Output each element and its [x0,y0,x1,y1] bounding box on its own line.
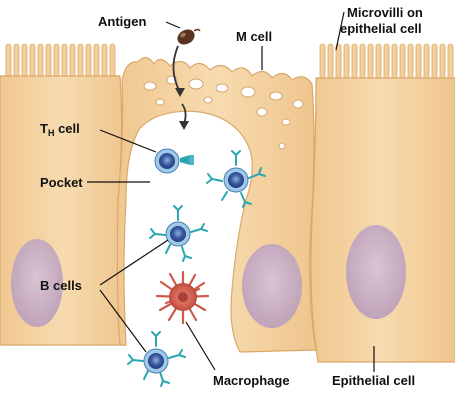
lymphocyte-upper-right [206,150,266,208]
microvilli-label-line1: Microvilli on [347,5,423,20]
th-cell-label: TH cell [40,121,80,138]
antigen-label: Antigen [98,14,146,29]
lymphocyte-middle [149,205,208,262]
m-cell [116,56,317,353]
th-cell-leader [99,129,157,153]
b-cells-label: B cells [40,278,82,293]
m-cell-nucleus [242,244,302,328]
leader-lines [87,11,375,372]
th-cell-label-sub: H [48,128,55,138]
th-cell [154,148,194,174]
right-microvilli [319,43,454,83]
th-cell-label-suffix: cell [54,121,79,136]
labels: Antigen M cell Microvilli on epithelial … [40,5,423,388]
macrophage [155,270,210,325]
b-cells-leader-2 [99,289,147,353]
microvilli-label-line2: epithelial cell [340,21,422,36]
left-microvilli [5,43,116,81]
right-cell-body [310,77,455,363]
right-epithelial-cell [310,43,455,363]
right-cell-nucleus [346,225,406,319]
antigen-particle [177,28,201,45]
macrophage-label: Macrophage [213,373,290,388]
microvilli-leader [335,11,345,51]
m-cell-label: M cell [236,29,272,44]
left-epithelial-cell [0,43,127,346]
left-cell-nucleus [11,239,63,327]
th-cell-label-main: T [40,121,48,136]
epithelial-cell-label: Epithelial cell [332,373,415,388]
lymphocyte-bottom [127,331,186,387]
macrophage-leader [185,321,216,371]
antigen-transport-arrowhead [175,88,185,97]
antigen-leader [165,21,181,29]
antigen-transport-arrowhead-2 [179,121,189,130]
m-cell-vesicles [143,75,304,150]
pocket-label: Pocket [40,175,83,190]
b-cells-leader-1 [99,239,169,286]
